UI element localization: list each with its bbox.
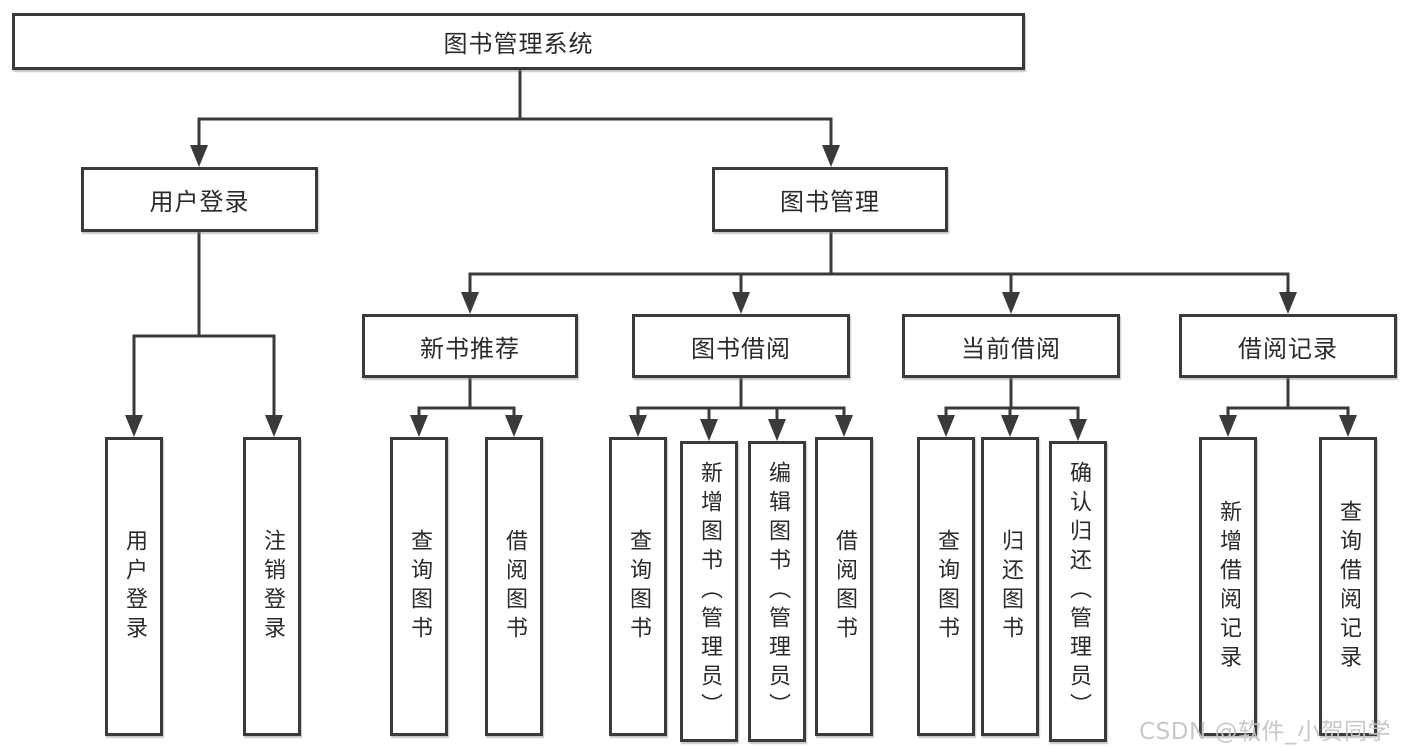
leaf-add-books-admin: 新增图书（管理员） — [680, 441, 738, 742]
node-label: 当前借阅 — [961, 334, 1061, 363]
node-user-login: 用户登录 — [81, 167, 318, 232]
leaf-edit-books-admin: 编辑图书（管理员） — [748, 441, 806, 742]
leaf-label: 用户登录 — [122, 528, 147, 645]
node-label: 新书推荐 — [420, 334, 520, 363]
node-book-management: 图书管理 — [712, 167, 948, 232]
leaf-label: 查询图书 — [407, 528, 432, 645]
leaf-query-books-current: 查询图书 — [917, 437, 975, 736]
csdn-watermark: CSDN @软件_小贺同学 — [1139, 719, 1391, 745]
leaf-query-books-borrowing: 查询图书 — [609, 437, 667, 736]
leaf-query-borrow-record: 查询借阅记录 — [1319, 437, 1377, 736]
leaf-label: 新增借阅记录 — [1216, 499, 1241, 674]
leaf-label: 借阅图书 — [502, 528, 527, 645]
node-label: 借阅记录 — [1238, 334, 1338, 363]
node-borrowing-records: 借阅记录 — [1179, 314, 1397, 378]
leaf-label: 确认归还（管理员） — [1066, 461, 1091, 722]
leaf-user-login: 用户登录 — [105, 437, 163, 736]
leaf-label: 新增图书（管理员） — [697, 461, 722, 722]
leaf-label: 归还图书 — [998, 528, 1023, 645]
leaf-label: 借阅图书 — [832, 528, 857, 645]
leaf-confirm-return-admin: 确认归还（管理员） — [1049, 441, 1107, 742]
node-library-management-system: 图书管理系统 — [12, 13, 1025, 70]
leaf-return-books: 归还图书 — [981, 437, 1039, 736]
leaf-borrow-books-borrowing: 借阅图书 — [815, 437, 873, 736]
node-label: 图书借阅 — [691, 334, 791, 363]
leaf-borrow-books-recommend: 借阅图书 — [485, 437, 543, 736]
leaf-add-borrow-record: 新增借阅记录 — [1199, 437, 1257, 736]
leaf-query-books-recommend: 查询图书 — [390, 437, 448, 736]
node-label: 图书管理 — [780, 188, 880, 216]
leaf-label: 注销登录 — [260, 528, 285, 645]
leaf-label: 编辑图书（管理员） — [765, 461, 790, 722]
node-label: 用户登录 — [149, 188, 250, 216]
node-current-borrowing: 当前借阅 — [902, 314, 1120, 378]
leaf-label: 查询图书 — [626, 528, 651, 645]
leaf-label: 查询图书 — [934, 528, 959, 645]
leaf-logout: 注销登录 — [243, 437, 301, 736]
leaf-label: 查询借阅记录 — [1336, 499, 1361, 674]
node-book-borrowing: 图书借阅 — [632, 314, 850, 378]
node-label: 图书管理系统 — [443, 30, 594, 58]
node-new-book-recommend: 新书推荐 — [362, 314, 578, 378]
